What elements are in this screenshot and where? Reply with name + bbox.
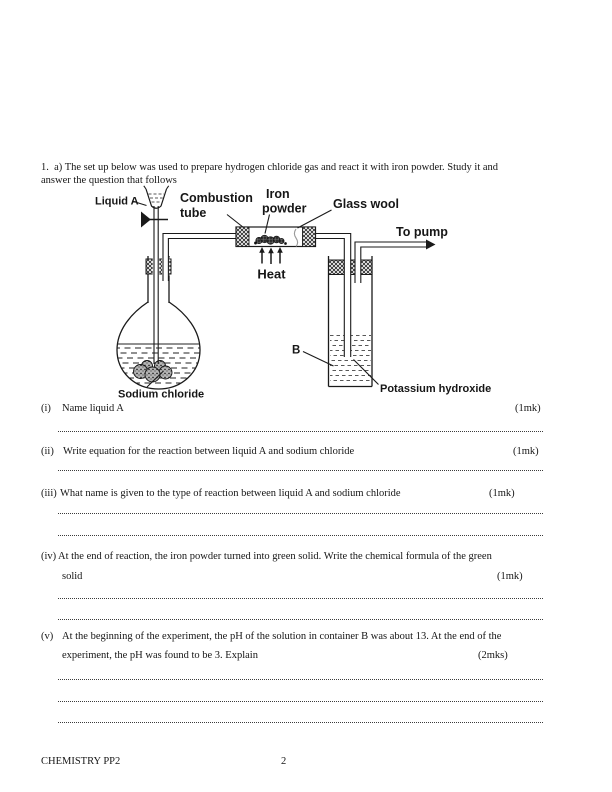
question-iii: (iii) What name is given to the type of … [41,488,581,502]
liquid-a-label: Liquid A [95,196,139,208]
question-text: Write equation for the reaction between … [63,446,355,457]
glass-wool-left [235,226,250,247]
iron-powder-label-2: powder [262,202,307,216]
marks-badge: (1mk) [489,488,515,499]
glass-wool-label: Glass wool [333,197,399,211]
delivery-tube-right [315,232,352,357]
answer-dotted-line [58,511,543,514]
pump-arrow-head [426,239,436,250]
marks-badge: (1mk) [515,403,541,414]
stopper-channel [162,257,170,276]
pointer-line [353,359,379,385]
iron-powder-pile [254,234,287,245]
answer-dotted-line [58,720,543,723]
question-text: At the end of reaction, the iron powder … [58,551,492,562]
question-number: (ii) [41,446,54,457]
answer-dotted-line [58,468,543,471]
delivery-tube-left [162,232,236,281]
question-intro-line2: answer the question that follows [41,175,177,186]
combustion-tube-label-2: tube [180,206,206,220]
iron-powder-label-1: Iron [266,187,290,201]
answer-dotted-line [58,533,543,536]
answer-dotted-line [58,617,543,620]
question-i: (i) Name liquid A [41,403,581,417]
marks-badge: (1mk) [513,446,539,457]
answer-dotted-line [58,596,543,599]
dropping-funnel [141,185,170,364]
answer-dotted-line [58,699,543,702]
sodium-chloride-label: Sodium chloride [118,389,204,401]
question-number: (v) [41,631,54,642]
glass-wool-wisp [293,228,299,247]
combustion-tube-label-1: Combustion [180,191,253,205]
question-text: At the beginning of the experiment, the … [62,631,502,642]
container-b-label: B [292,345,300,357]
funnel-liquid [148,193,164,203]
question-iv: (iv) At the end of reaction, the iron po… [41,551,581,565]
to-pump-label: To pump [396,225,448,239]
question-text: Name liquid A [62,403,124,414]
heat-arrows [259,247,283,264]
question-number: (i) [41,403,51,414]
pointer-line [264,214,271,234]
question-number: (iii) [41,488,57,499]
question-number: (iv) [41,551,57,562]
glass-wool-right [302,226,316,247]
combustion-tube [235,226,317,248]
funnel-stem-tube [153,206,159,364]
pointer-line [226,214,244,228]
pointer-line [146,370,164,388]
heat-label: Heat [257,267,286,282]
stopper-channel [152,257,160,276]
answer-dotted-line [58,429,543,432]
answer-dotted-line [58,677,543,680]
pump-tube [354,239,436,283]
marks-badge: (1mk) [497,571,523,582]
question-intro-line1: 1. a) The set up below was used to prepa… [41,162,499,173]
footer-paper-name: CHEMISTRY PP2 [41,756,121,767]
question-text: What name is given to the type of reacti… [60,488,401,499]
diagram-labels: Liquid A Combustion tube Iron powder Gla… [95,187,491,401]
question-v: (v) At the beginning of the experiment, … [41,631,581,645]
potassium-hydroxide-label: Potassium hydroxide [380,383,491,395]
pointer-line [131,200,147,207]
apparatus-diagram: Liquid A Combustion tube Iron powder Gla… [95,185,491,401]
question-v-continuation: experiment, the pH was found to be 3. Ex… [62,650,258,661]
sodium-chloride-lumps [133,360,173,383]
stopper-channel [344,257,351,358]
stopper-channel [355,257,361,284]
pointer-line [302,351,334,367]
marks-badge: (2mks) [478,650,508,661]
footer-page-number: 2 [281,756,287,767]
question-ii: (ii) Write equation for the reaction bet… [41,446,581,460]
pointer-line [297,209,332,229]
question-iv-continuation: solid [62,571,83,582]
